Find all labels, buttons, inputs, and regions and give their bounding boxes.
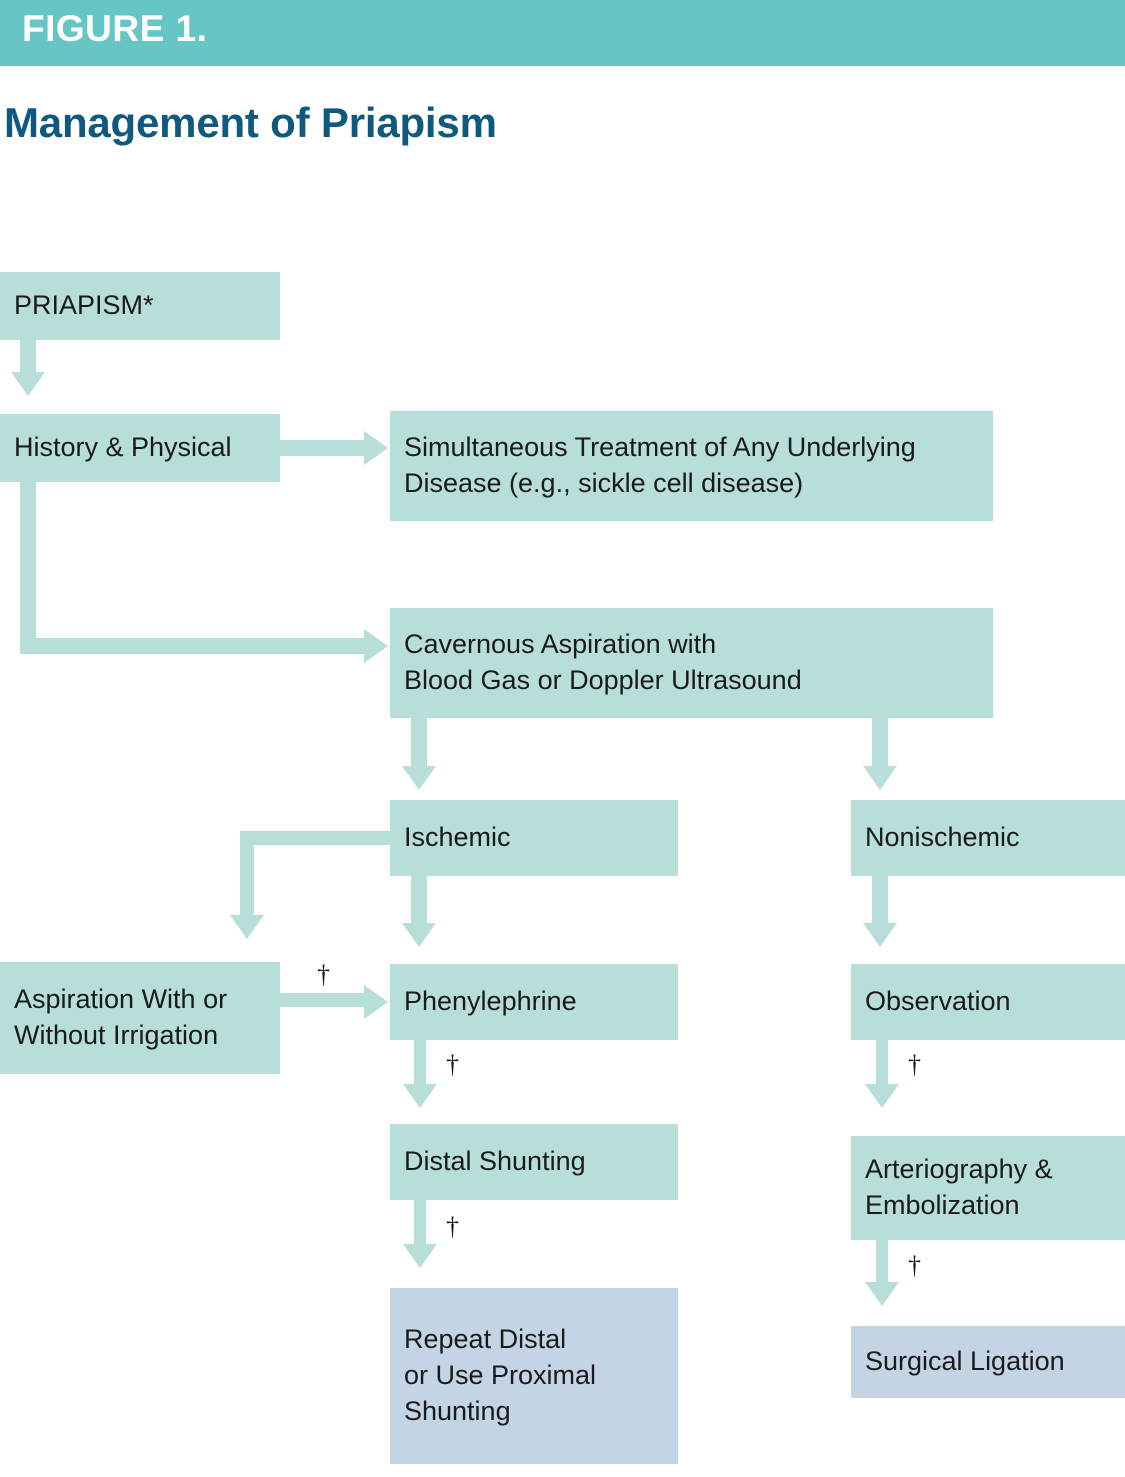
connector-priapism-history-arrowhead bbox=[11, 372, 45, 396]
node-history-physical[interactable]: History & Physical bbox=[0, 414, 280, 482]
figure-label: FIGURE 1. bbox=[22, 8, 208, 49]
connector-nonischemic-observation-arrowhead bbox=[863, 923, 897, 947]
connector-ischemic-aspiration-vertical bbox=[240, 831, 254, 921]
connector-observation-arteriography-stem bbox=[876, 1040, 888, 1092]
connector-cavernous-ischemic-arrowhead bbox=[402, 766, 436, 790]
node-priapism[interactable]: PRIAPISM* bbox=[0, 272, 280, 340]
connector-cavernous-nonischemic-stem bbox=[872, 718, 888, 774]
marker-dagger-arteriography-ligation: † bbox=[908, 1251, 921, 1280]
connector-nonischemic-observation-stem bbox=[872, 876, 888, 931]
connector-distal-repeat-arrowhead bbox=[403, 1244, 437, 1268]
node-ischemic[interactable]: Ischemic bbox=[390, 800, 678, 876]
node-repeat-distal-proximal-shunting-label: Repeat Distal or Use Proximal Shunting bbox=[404, 1324, 597, 1426]
node-phenylephrine[interactable]: Phenylephrine bbox=[390, 964, 678, 1040]
node-observation-label: Observation bbox=[865, 986, 1011, 1017]
marker-dagger-observation-arteriography: † bbox=[908, 1050, 921, 1079]
connector-aspiration-phenylephrine-arrowhead bbox=[364, 985, 388, 1019]
node-repeat-distal-proximal-shunting[interactable]: Repeat Distal or Use Proximal Shunting bbox=[390, 1288, 678, 1464]
connector-ischemic-phenylephrine-stem bbox=[411, 876, 427, 931]
node-observation[interactable]: Observation bbox=[851, 964, 1125, 1040]
node-surgical-ligation-label: Surgical Ligation bbox=[865, 1346, 1065, 1377]
marker-dagger-distal-repeat: † bbox=[446, 1212, 459, 1241]
connector-history-simultaneous-stem bbox=[280, 440, 366, 456]
node-nonischemic[interactable]: Nonischemic bbox=[851, 800, 1125, 876]
connector-ischemic-phenylephrine-arrowhead bbox=[402, 923, 436, 947]
node-cavernous-aspiration[interactable]: Cavernous Aspiration with Blood Gas or D… bbox=[390, 608, 993, 718]
node-priapism-label: PRIAPISM* bbox=[14, 290, 154, 321]
node-history-physical-label: History & Physical bbox=[14, 432, 232, 463]
page-title: Management of Priapism bbox=[4, 99, 497, 146]
connector-phenylephrine-distal-arrowhead bbox=[403, 1084, 437, 1108]
connector-aspiration-phenylephrine-stem bbox=[280, 993, 366, 1007]
node-surgical-ligation[interactable]: Surgical Ligation bbox=[851, 1326, 1125, 1398]
marker-dagger-aspiration-phenylephrine: † bbox=[317, 960, 330, 989]
node-phenylephrine-label: Phenylephrine bbox=[404, 986, 577, 1017]
node-nonischemic-label: Nonischemic bbox=[865, 822, 1020, 853]
connector-arteriography-ligation-stem bbox=[876, 1240, 888, 1290]
connector-distal-repeat-stem bbox=[414, 1200, 426, 1252]
connector-observation-arteriography-arrowhead bbox=[865, 1084, 899, 1108]
node-simultaneous-treatment-label: Simultaneous Treatment of Any Underlying… bbox=[404, 432, 916, 498]
node-arteriography-embolization[interactable]: Arteriography & Embolization bbox=[851, 1136, 1125, 1240]
connector-ischemic-aspiration-arrowhead bbox=[230, 915, 264, 939]
connector-history-cavernous-arrowhead bbox=[364, 629, 388, 663]
figure-header-band: FIGURE 1. bbox=[0, 0, 1125, 66]
connector-history-simultaneous-arrowhead bbox=[364, 431, 388, 465]
connector-cavernous-nonischemic-arrowhead bbox=[863, 766, 897, 790]
node-ischemic-label: Ischemic bbox=[404, 822, 511, 853]
connector-ischemic-aspiration-horizontal bbox=[240, 831, 390, 845]
connector-cavernous-ischemic-stem bbox=[411, 718, 427, 774]
connector-arteriography-ligation-arrowhead bbox=[865, 1282, 899, 1306]
node-aspiration-irrigation[interactable]: Aspiration With or Without Irrigation bbox=[0, 962, 280, 1074]
node-distal-shunting-label: Distal Shunting bbox=[404, 1146, 586, 1177]
connector-phenylephrine-distal-stem bbox=[414, 1040, 426, 1092]
connector-priapism-history-stem bbox=[20, 340, 36, 380]
node-simultaneous-treatment[interactable]: Simultaneous Treatment of Any Underlying… bbox=[390, 411, 993, 521]
connector-history-cavernous-horizontal bbox=[20, 638, 366, 654]
node-arteriography-embolization-label: Arteriography & Embolization bbox=[865, 1154, 1053, 1220]
node-distal-shunting[interactable]: Distal Shunting bbox=[390, 1124, 678, 1200]
connector-history-cavernous-vertical bbox=[20, 482, 36, 638]
node-cavernous-aspiration-label: Cavernous Aspiration with Blood Gas or D… bbox=[404, 629, 802, 695]
marker-dagger-phenylephrine-distal: † bbox=[446, 1050, 459, 1079]
node-aspiration-irrigation-label: Aspiration With or Without Irrigation bbox=[14, 984, 228, 1050]
